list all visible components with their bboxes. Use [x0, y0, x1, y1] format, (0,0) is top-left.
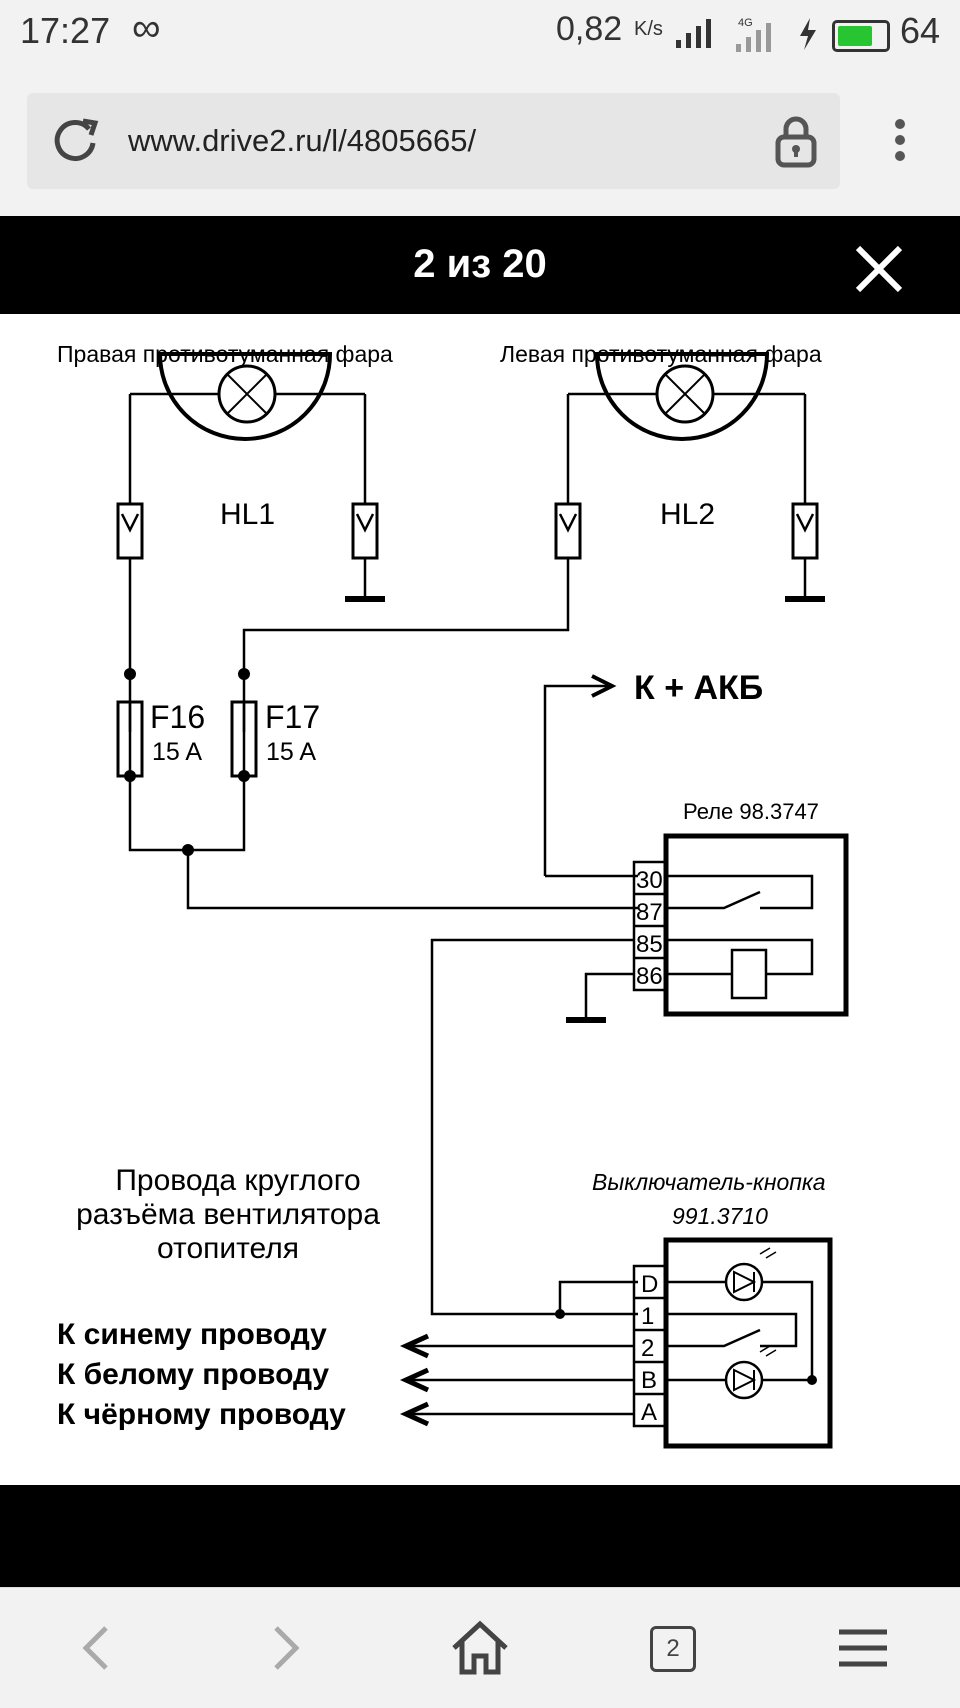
switch-pin: D — [641, 1271, 658, 1298]
left-lamp-label: Левая противотуманная фара — [500, 341, 822, 367]
wires-title: отопителя — [157, 1232, 299, 1265]
hl1-label: HL1 — [220, 498, 275, 531]
relay-pin: 85 — [636, 931, 663, 958]
signal-4g-icon: 4G — [736, 17, 771, 52]
wire-blue-label: К синему проводу — [57, 1318, 327, 1351]
home-icon[interactable] — [420, 1588, 540, 1708]
wires-title: Провода круглого — [115, 1164, 360, 1197]
menu-icon[interactable] — [803, 1588, 923, 1708]
reload-icon[interactable] — [45, 111, 105, 171]
relay-pin: 86 — [636, 963, 663, 990]
url-text[interactable]: www.drive2.ru/l/4805665/ — [128, 123, 477, 158]
charging-icon — [800, 18, 816, 50]
wiring-diagram-image: Правая противотуманная фара Левая против… — [0, 314, 960, 1485]
tabs-button[interactable]: 2 — [650, 1626, 696, 1672]
relay-pin: 30 — [636, 867, 663, 894]
battery-level: 64 — [900, 10, 941, 51]
f16-rating: 15 A — [152, 738, 202, 766]
wires-title: разъёма вентилятора — [76, 1198, 380, 1231]
indicator-led — [724, 1360, 764, 1400]
switch-label: Выключатель-кнопка — [592, 1169, 826, 1195]
wire-white-label: К белому проводу — [57, 1358, 329, 1391]
indicator-led — [724, 1262, 764, 1302]
address-bar[interactable]: www.drive2.ru/l/4805665/ — [27, 93, 840, 189]
switch-pin: A — [641, 1399, 657, 1426]
switch-pin: 2 — [641, 1335, 654, 1362]
battery-icon — [832, 20, 890, 52]
f17-label: F17 — [265, 699, 320, 735]
image-viewer-header: 2 из 20 — [0, 216, 960, 314]
infinity-icon: ∞ — [132, 6, 161, 50]
wire-black-label: К чёрному проводу — [57, 1398, 346, 1431]
network-speed: 0,82 — [556, 10, 623, 48]
overflow-menu-icon[interactable] — [880, 110, 920, 170]
wiring-diagram: Правая противотуманная фара Левая против… — [57, 341, 849, 1449]
relay-label: Реле 98.3747 — [683, 799, 819, 824]
image-viewer-footer — [0, 1485, 960, 1587]
right-lamp-label: Правая противотуманная фара — [57, 341, 393, 367]
network-speed-unit: K/s — [634, 18, 663, 40]
image-counter: 2 из 20 — [413, 242, 547, 286]
relay-coil — [730, 948, 768, 1000]
browser-navbar: 2 — [0, 1587, 960, 1708]
network-type: 4G — [738, 17, 753, 29]
f17-rating: 15 A — [266, 738, 316, 766]
relay-body — [663, 833, 849, 1017]
hl2-label: HL2 — [660, 498, 715, 531]
switch-pin: 1 — [641, 1303, 654, 1330]
close-icon[interactable] — [850, 240, 908, 298]
switch-model: 991.3710 — [672, 1203, 768, 1229]
back-icon[interactable] — [36, 1588, 156, 1708]
switch-pin: B — [641, 1367, 657, 1394]
status-bar: 17:27 ∞ 0,82 K/s 4G 64 — [0, 0, 960, 68]
f16-label: F16 — [150, 699, 205, 735]
forward-icon[interactable] — [226, 1588, 346, 1708]
battery-label: К + АКБ — [634, 669, 763, 707]
signal-icon — [676, 19, 711, 48]
lock-icon[interactable] — [768, 113, 824, 169]
status-time: 17:27 — [20, 10, 111, 51]
switch-body — [663, 1237, 833, 1449]
relay-pin: 87 — [636, 899, 663, 926]
